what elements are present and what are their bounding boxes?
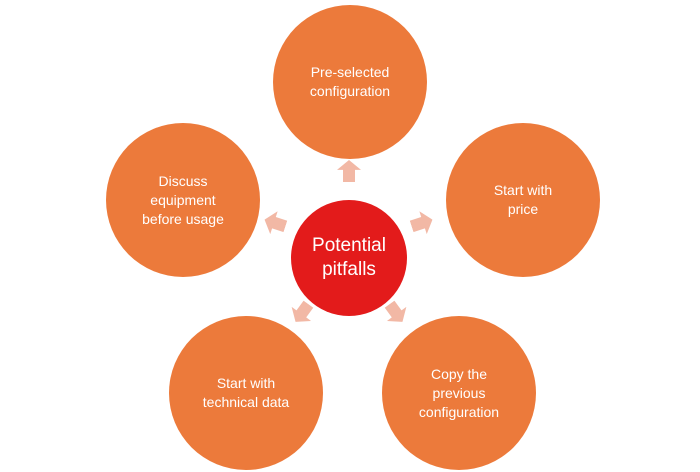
node-discuss-equipment: Discuss equipment before usage [106,123,260,277]
node-label: Discuss equipment before usage [142,172,224,227]
arrow-to-left [261,208,289,238]
node-label: Start with technical data [202,375,290,410]
node-copy-previous-configuration: Copy the previous configuration [382,316,536,470]
node-start-with-price: Start with price [446,123,600,277]
node-start-with-technical-data: Start with technical data [169,316,323,470]
center-label: Potential pitfalls [312,235,386,280]
node-label: Start with price [493,182,553,217]
arrow-to-top [337,160,361,182]
center-node-potential-pitfalls: Potential pitfalls [291,200,407,316]
node-preselected-configuration: Pre-selected configuration [273,5,427,159]
node-label: Copy the previous configuration [418,365,500,420]
node-label: Pre-selected configuration [309,64,391,99]
arrow-to-right [408,208,436,238]
